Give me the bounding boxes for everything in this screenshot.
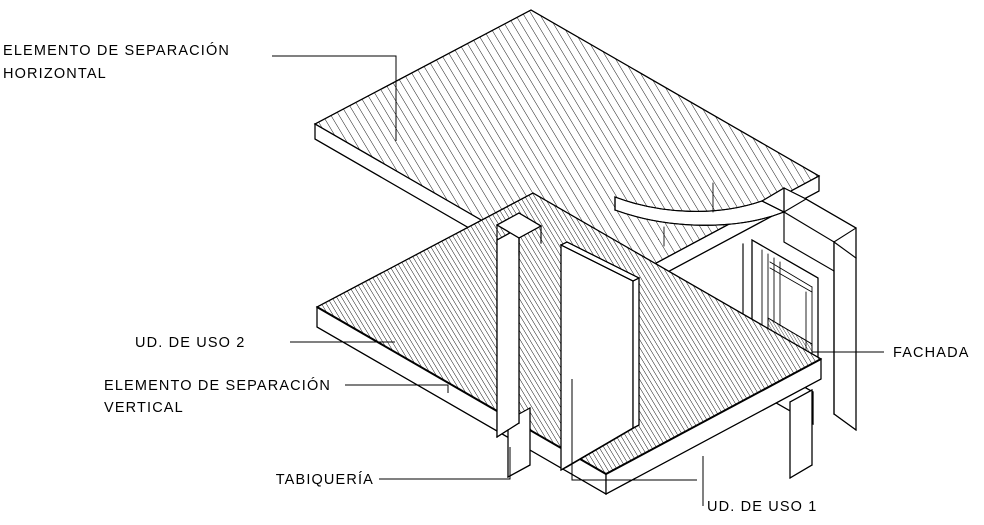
room-context-edges	[614, 196, 665, 247]
floor-slab-edge-emphasis-right	[605, 358, 822, 475]
curved-beam-joint	[761, 187, 785, 213]
vertical-separation-wall-right-stub	[518, 225, 542, 256]
window-head	[769, 261, 813, 293]
label-facade: FACHADA	[893, 345, 970, 361]
window-glass-reveal	[773, 257, 781, 327]
label-partition: TABIQUERÍA	[276, 471, 374, 488]
labels: ELEMENTO DE SEPARACIÓN HORIZONTAL UD. DE…	[3, 42, 970, 515]
leader-partition-branch	[571, 379, 697, 481]
interior-partition-thickness	[632, 277, 640, 429]
label-use-unit-1: UD. DE USO 1	[707, 499, 818, 515]
label-horizontal-separation-line1: ELEMENTO DE SEPARACIÓN	[3, 42, 230, 59]
floor-slab-edge-emphasis-left	[316, 306, 607, 475]
vertical-separation-wall-face	[496, 227, 520, 439]
leader-vertical-separation	[345, 384, 449, 393]
facade-wall-right-face	[833, 240, 857, 432]
curved-beam-bottom-arc	[614, 209, 785, 226]
leader-partition	[379, 447, 511, 480]
interior-partition-bottom-edge	[560, 424, 640, 471]
interior-partition	[559, 241, 641, 472]
label-vertical-separation-line1: ELEMENTO DE SEPARACIÓN	[104, 377, 331, 394]
leader-horizontal-separation	[272, 55, 397, 141]
label-horizontal-separation-line2: HORIZONTAL	[3, 66, 107, 82]
vertical-separation-wall	[495, 212, 543, 439]
label-vertical-separation-line2: VERTICAL	[104, 400, 184, 416]
facade-wall-leg	[789, 389, 813, 480]
leader-lines	[272, 55, 884, 506]
label-use-unit-2: UD. DE USO 2	[135, 335, 246, 351]
curved-beam-top-arc	[614, 196, 763, 213]
